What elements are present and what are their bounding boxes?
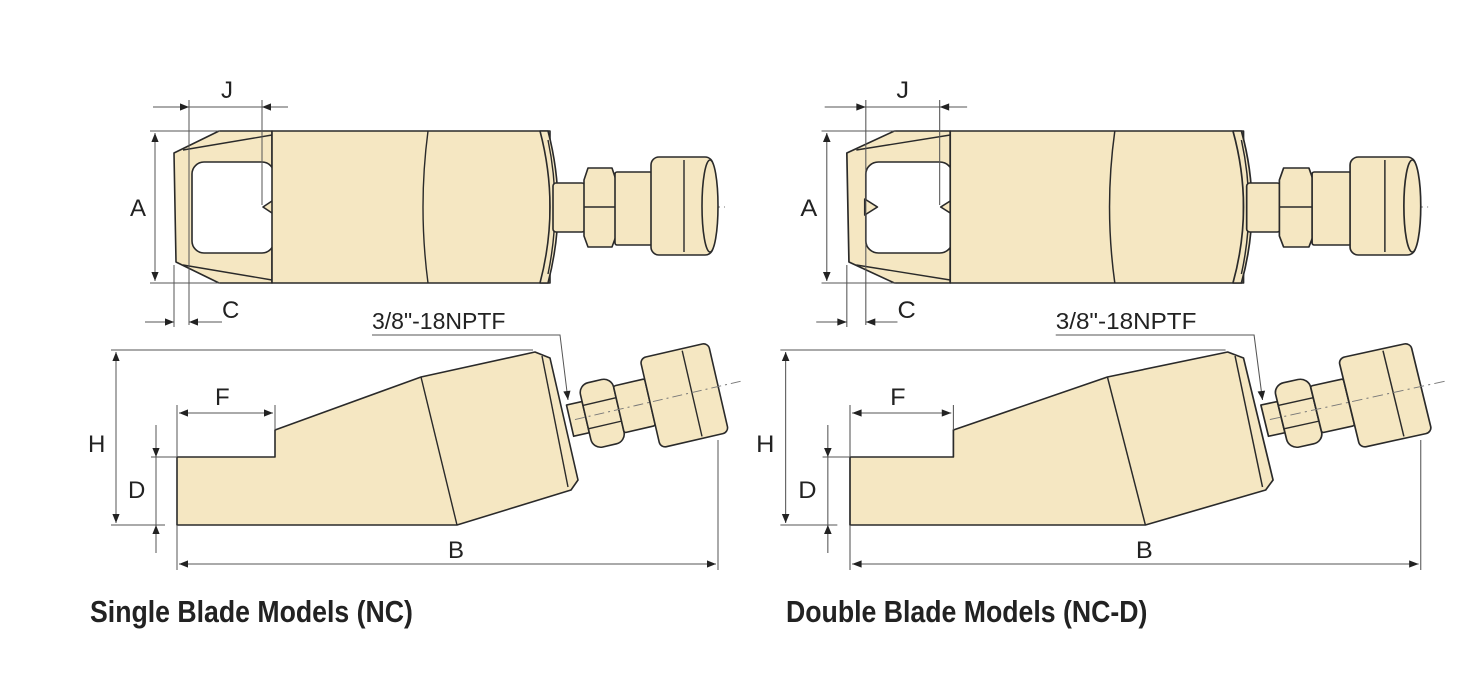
head-chamfer-bottom <box>182 264 273 281</box>
head-chamfer-bottom <box>856 264 951 281</box>
side-connector <box>1260 343 1445 449</box>
dim-label-b: B <box>448 537 464 564</box>
head-chamfer-top <box>182 134 273 151</box>
dim-label-f: F <box>890 385 905 411</box>
thread-spec-label: 3/8"-18NPTF <box>1056 310 1197 335</box>
side-coupler-cap-ring <box>681 350 703 437</box>
dim-label-b: B <box>1136 538 1153 564</box>
dim-label-c: C <box>897 298 915 324</box>
double-blade-diagram: A J C <box>756 78 1445 570</box>
dim-label-c: C <box>222 297 239 324</box>
dim-label-j: J <box>221 77 233 104</box>
side-coupler-cap <box>1338 343 1432 448</box>
stem <box>552 182 586 233</box>
dim-label-a: A <box>130 195 146 222</box>
centerline-side <box>1269 380 1445 421</box>
side-body <box>849 351 1274 526</box>
thread-leader-line <box>1055 334 1266 401</box>
dim-label-j: J <box>896 78 909 104</box>
side-hex-edge-2 <box>1283 420 1320 430</box>
side-body-joint <box>420 376 458 526</box>
side-coupler-cap-ring <box>1382 350 1405 437</box>
coupler-cap-face <box>701 159 719 253</box>
head-chamfer-top <box>856 134 951 151</box>
coupler-cap-face <box>1403 159 1422 253</box>
dim-label-d: D <box>128 477 145 504</box>
thread-spec-label: 3/8"-18NPTF <box>372 308 505 334</box>
dim-label-h: H <box>756 432 774 458</box>
cylinder-body <box>271 130 551 284</box>
side-view: H D F B 3/8"-18NPTF <box>756 310 1445 570</box>
coupler <box>1311 171 1352 246</box>
coupler <box>614 171 653 246</box>
side-body-end-chamfer <box>1234 355 1264 488</box>
side-view: H D F B 3/8"-18NPTF <box>88 308 741 570</box>
top-view: A J C <box>800 78 1429 327</box>
diagram-title-single-blade: Single Blade Models (NC) <box>90 594 413 629</box>
side-body-end-chamfer <box>541 355 569 488</box>
side-hex-edge-1 <box>582 397 617 407</box>
side-hex-edge-1 <box>1278 397 1314 407</box>
body-end-cap <box>1232 130 1253 284</box>
diagram-title-double-blade: Double Blade Models (NC-D) <box>786 594 1148 629</box>
second-blade-tip <box>863 198 879 216</box>
body-end-cap <box>539 130 559 284</box>
centerline-side <box>574 380 741 421</box>
cylinder-body <box>949 130 1245 284</box>
dim-label-d: D <box>798 478 816 504</box>
dim-label-a: A <box>800 196 817 222</box>
thread-leader-line <box>372 334 571 401</box>
top-view: A J C <box>130 77 725 327</box>
stem <box>1245 182 1282 233</box>
side-body <box>176 351 579 526</box>
single-blade-diagram: A J C <box>88 77 741 570</box>
side-connector <box>565 343 741 449</box>
dim-label-f: F <box>215 384 230 411</box>
side-coupler-cap <box>640 343 729 448</box>
dim-label-h: H <box>88 431 105 458</box>
body-joint-line <box>1108 130 1116 284</box>
side-hex-edge-2 <box>588 420 622 430</box>
body-joint-line <box>422 130 429 284</box>
side-body-joint <box>1106 376 1147 526</box>
